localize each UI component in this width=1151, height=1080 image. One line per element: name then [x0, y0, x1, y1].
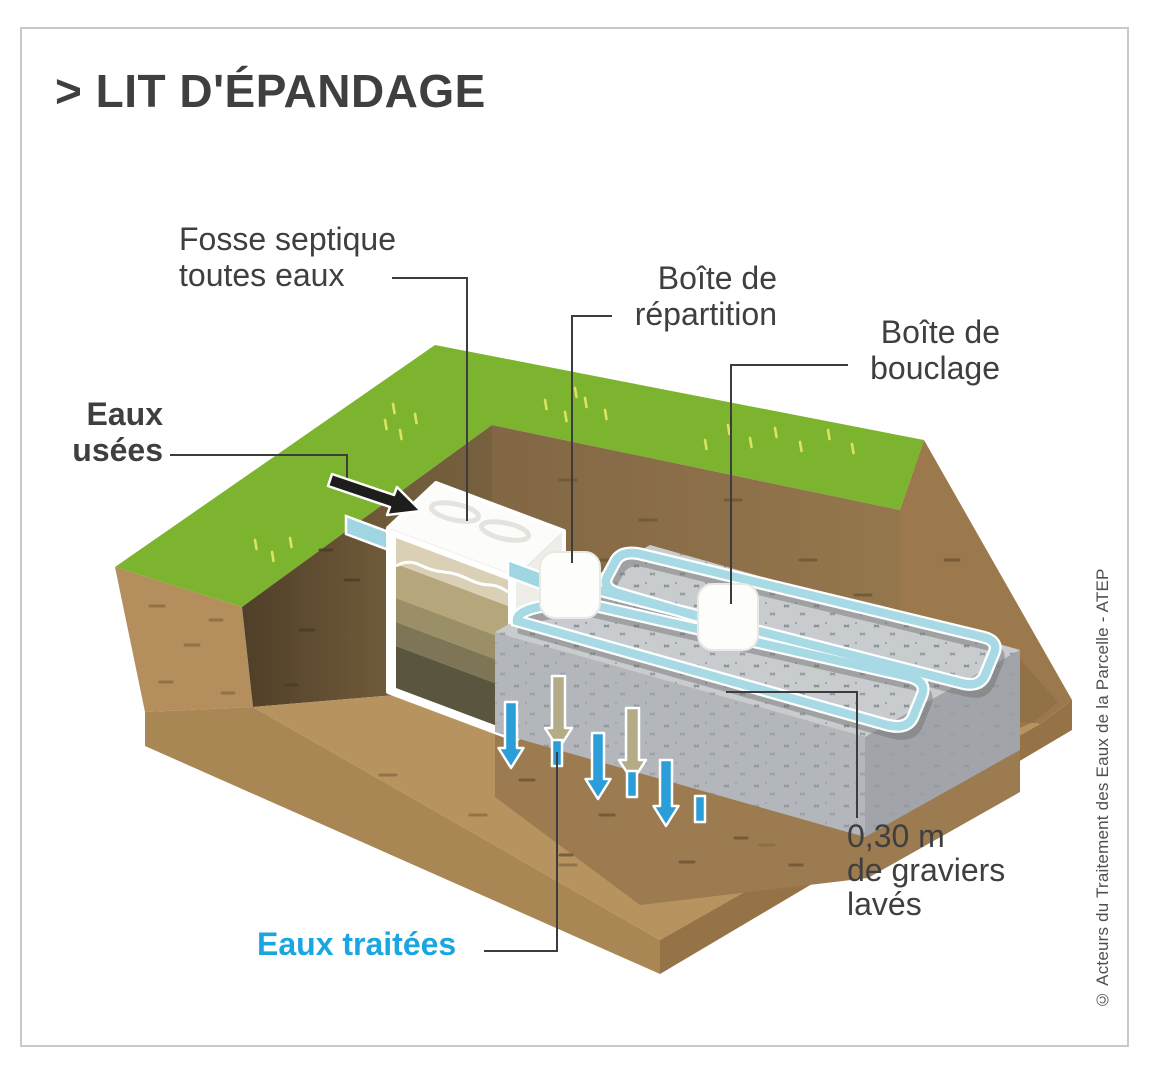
label-distribution-box: Boîte de répartition	[597, 260, 777, 333]
label-line: Boîte de	[657, 260, 777, 296]
grass-surface	[115, 345, 924, 607]
tank-contents	[395, 538, 509, 730]
tank-lid	[428, 500, 482, 524]
label-gravel-depth: 0,30 m de graviers lavés	[847, 818, 1006, 922]
label-septic-tank: Fosse septique toutes eaux	[179, 221, 397, 294]
leader-fosse	[392, 277, 468, 521]
leader-bouclage	[730, 364, 848, 604]
label-line: Boîte de	[880, 314, 1000, 350]
label-wastewater: Eaux usées	[38, 396, 163, 469]
leader-repartition	[571, 315, 612, 563]
label-line: bouclage	[870, 349, 1000, 386]
label-closure-box: Boîte de bouclage	[820, 314, 1000, 387]
distribution-pipes	[512, 548, 1000, 731]
label-line: usées	[72, 431, 163, 468]
percolation-arrows	[543, 674, 648, 783]
soil-face-left	[115, 567, 253, 712]
page-border	[20, 27, 1129, 1047]
label-line: Fosse septique	[179, 221, 397, 257]
page-title: > LIT D'ÉPANDAGE	[55, 65, 486, 117]
label-line: 0,30 m	[847, 818, 945, 854]
wastewater-flow-arrow-icon	[326, 472, 423, 517]
treated-water-mark	[625, 769, 639, 799]
tank-lid	[478, 519, 532, 543]
leader-eaux-traitees	[484, 752, 558, 952]
label-line: lavés	[847, 885, 922, 922]
scum-line	[395, 560, 509, 594]
grass-tufts	[253, 386, 855, 563]
distribution-box	[539, 551, 601, 619]
gravel-bed	[495, 545, 1020, 837]
label-line: toutes eaux	[179, 256, 345, 293]
leader-graviers	[726, 691, 858, 818]
label-treated-water: Eaux traitées	[257, 926, 457, 962]
label-line: répartition	[634, 295, 777, 332]
leader-eaux-usees	[170, 454, 348, 479]
base-edge-left	[145, 707, 660, 974]
leader-lines	[170, 277, 858, 952]
label-line: de graviers	[847, 851, 1006, 888]
septic-tank	[344, 481, 566, 742]
treated-water-mark	[693, 794, 707, 824]
soil-texture-dashes	[148, 604, 236, 695]
label-line: Eaux	[86, 396, 163, 432]
closure-box	[697, 583, 759, 651]
